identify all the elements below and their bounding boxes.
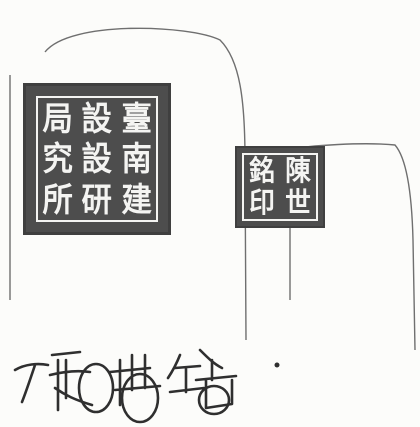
large-seal-char: 局 — [42, 98, 73, 138]
signature-strokes — [13, 348, 238, 424]
large-seal-char: 建 — [121, 180, 152, 220]
large-seal-char: 臺 — [121, 98, 152, 138]
large-seal-char: 所 — [42, 180, 73, 220]
small-seal-char: 印 — [249, 186, 275, 219]
small-seal-stamp: 陳 世 銘 印 — [235, 146, 325, 228]
handwritten-signature — [13, 348, 280, 424]
ink-dot — [274, 362, 280, 368]
small-seal-characters: 陳 世 銘 印 — [242, 153, 318, 221]
large-arch-outline — [9, 27, 247, 341]
large-seal-characters: 臺 南 建 設 設 研 局 究 所 — [36, 96, 158, 222]
large-seal-char: 設 — [81, 98, 113, 138]
large-seal-char: 究 — [42, 139, 73, 179]
small-seal-char: 陳 — [285, 154, 311, 187]
large-seal-char: 設 — [81, 139, 113, 179]
small-seal-char: 世 — [285, 186, 311, 219]
large-seal-char: 研 — [81, 180, 113, 220]
large-seal-stamp: 臺 南 建 設 設 研 局 究 所 — [23, 83, 171, 235]
large-seal-char: 南 — [121, 139, 152, 179]
small-seal-char: 銘 — [249, 154, 275, 187]
